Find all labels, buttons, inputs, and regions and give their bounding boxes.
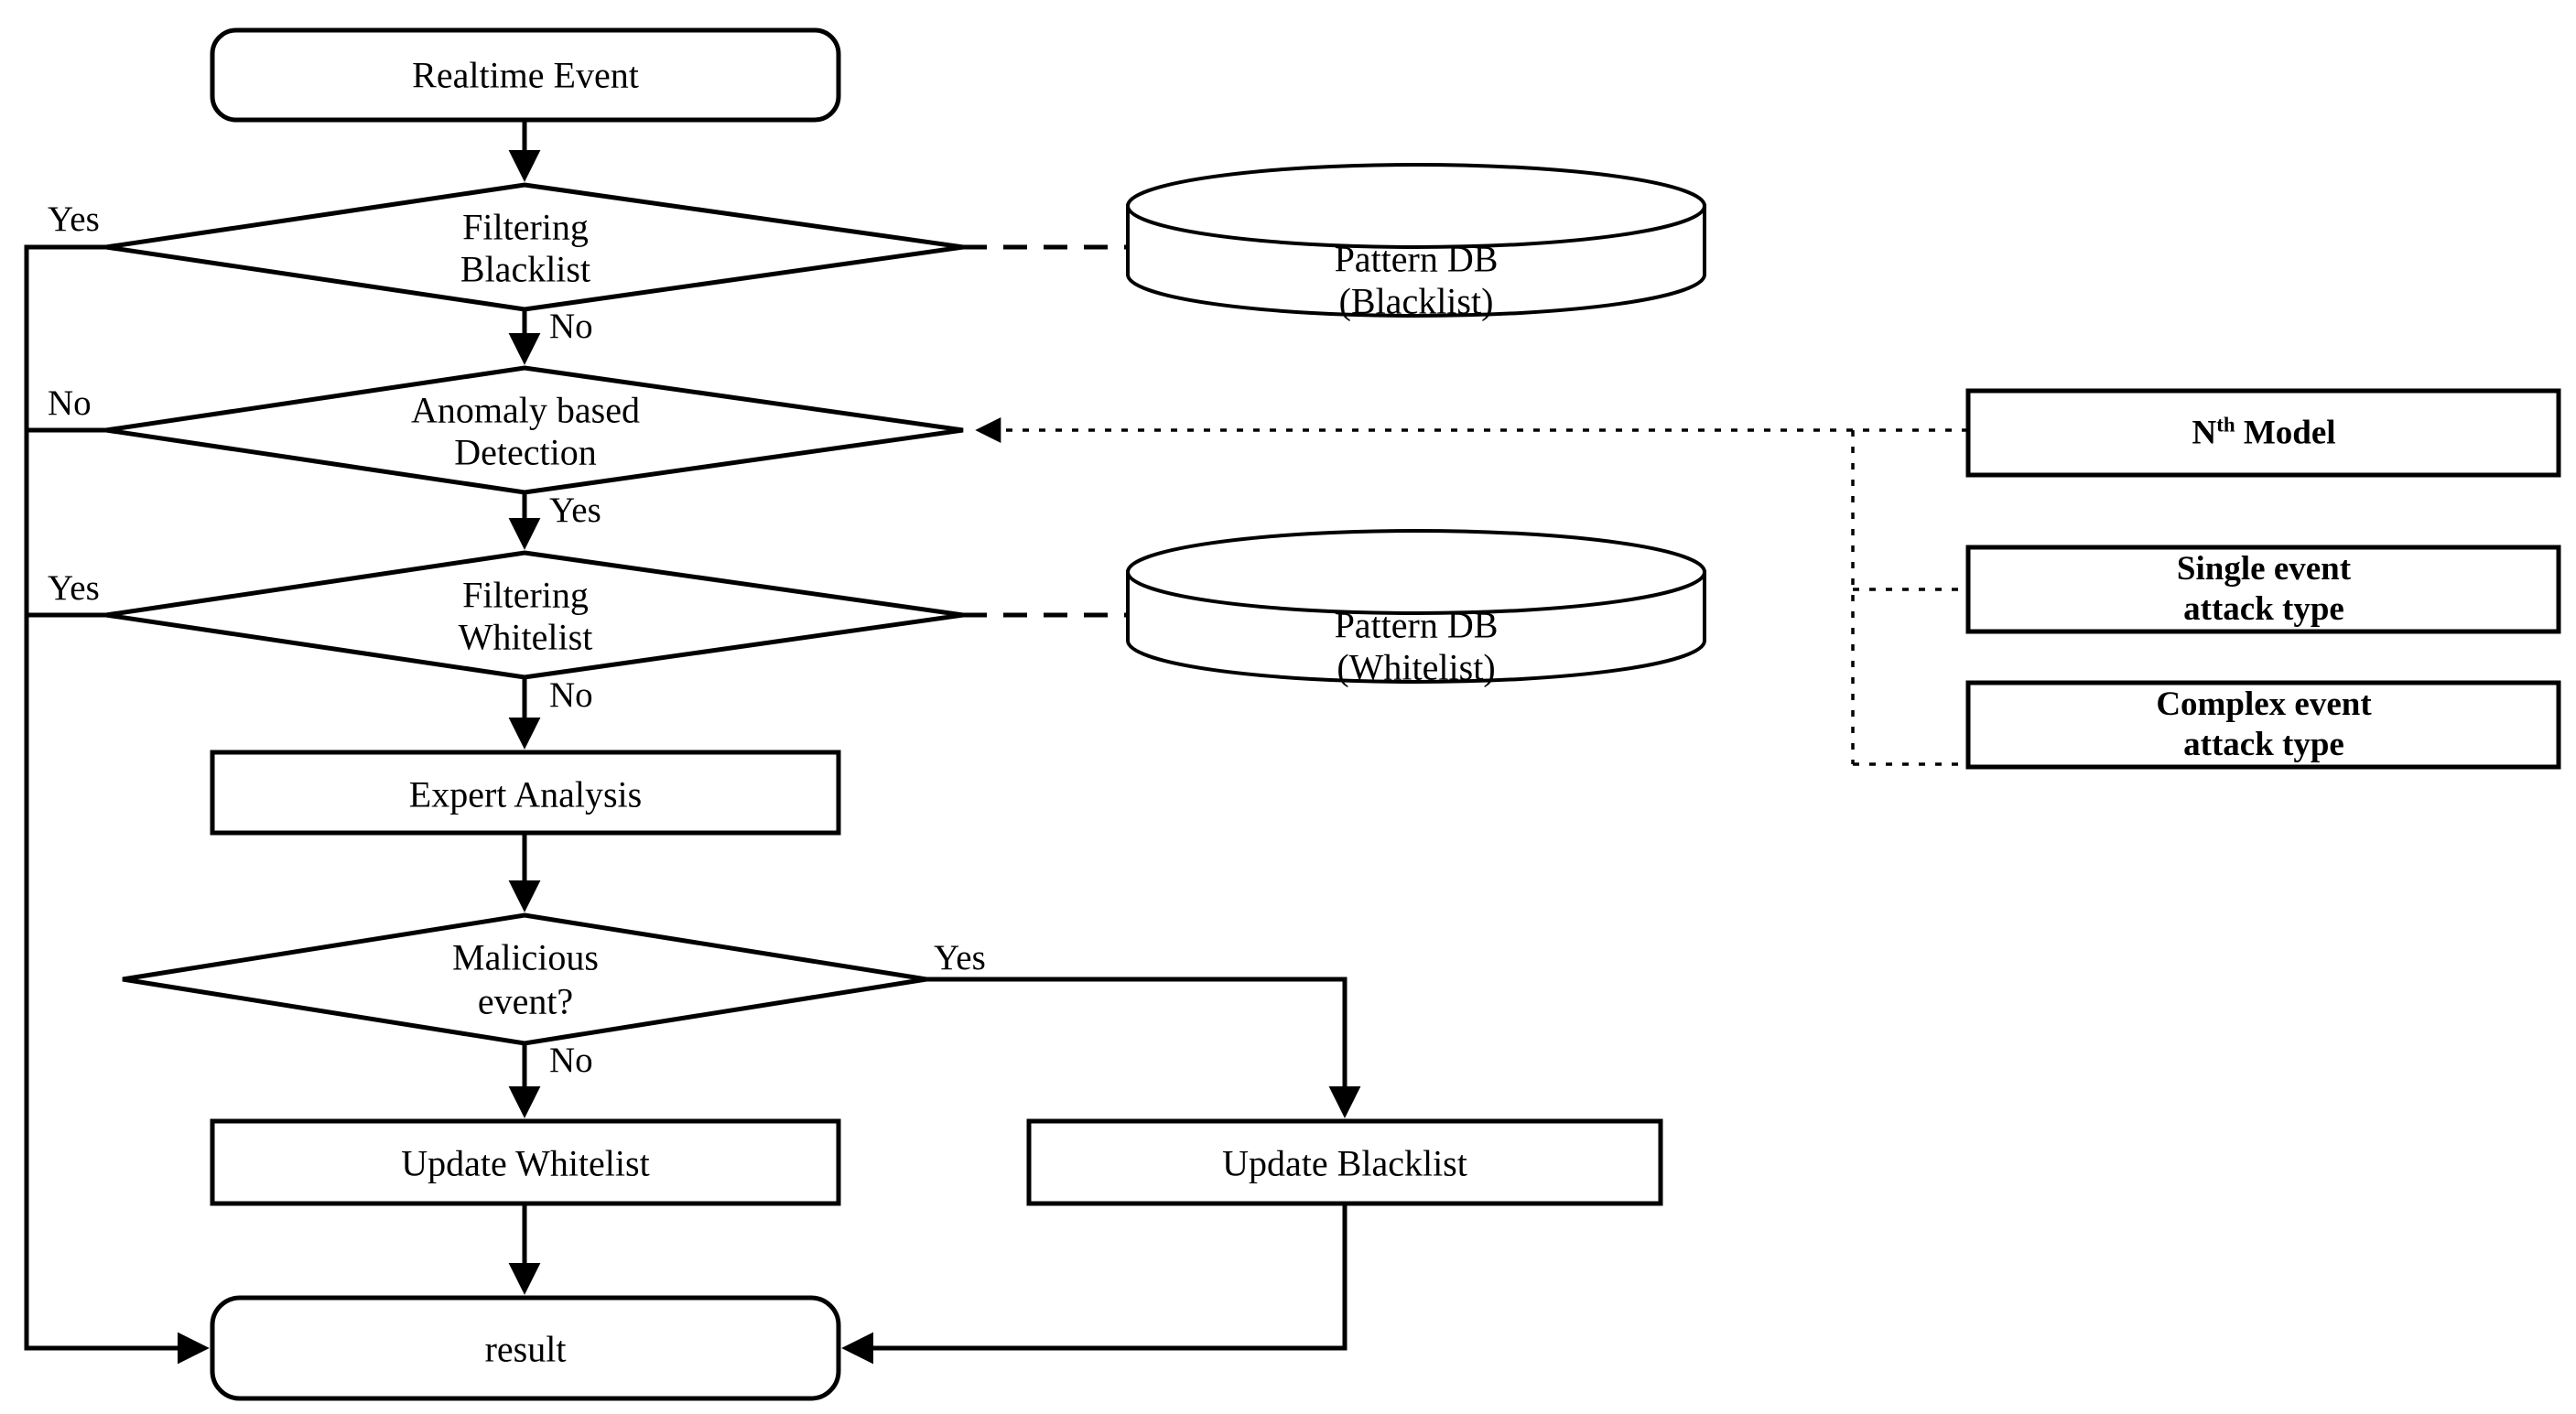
node-update-blacklist[interactable] <box>1026 1118 1663 1206</box>
node-pattern-db-whitelist[interactable] <box>1126 529 1706 684</box>
node-anomaly-detection[interactable] <box>105 365 964 495</box>
node-pattern-db-blacklist[interactable] <box>1126 163 1706 318</box>
edge-update-blacklist-to-result <box>841 1204 1348 1365</box>
node-malicious-event[interactable] <box>122 912 927 1046</box>
node-filtering-blacklist[interactable] <box>105 182 964 312</box>
node-nth-model[interactable] <box>1965 388 2561 478</box>
node-realtime-event[interactable] <box>210 27 841 123</box>
node-expert-analysis[interactable] <box>210 750 841 836</box>
node-result[interactable] <box>210 1295 841 1401</box>
node-single-event-attack-type[interactable] <box>1965 545 2561 634</box>
edge-left-spine-to-result <box>24 244 210 1365</box>
node-complex-event-attack-type[interactable] <box>1965 680 2561 770</box>
node-update-whitelist[interactable] <box>210 1118 841 1206</box>
edge-malicious-yes-to-update-blacklist <box>926 977 1361 1118</box>
node-filtering-whitelist[interactable] <box>105 550 964 680</box>
